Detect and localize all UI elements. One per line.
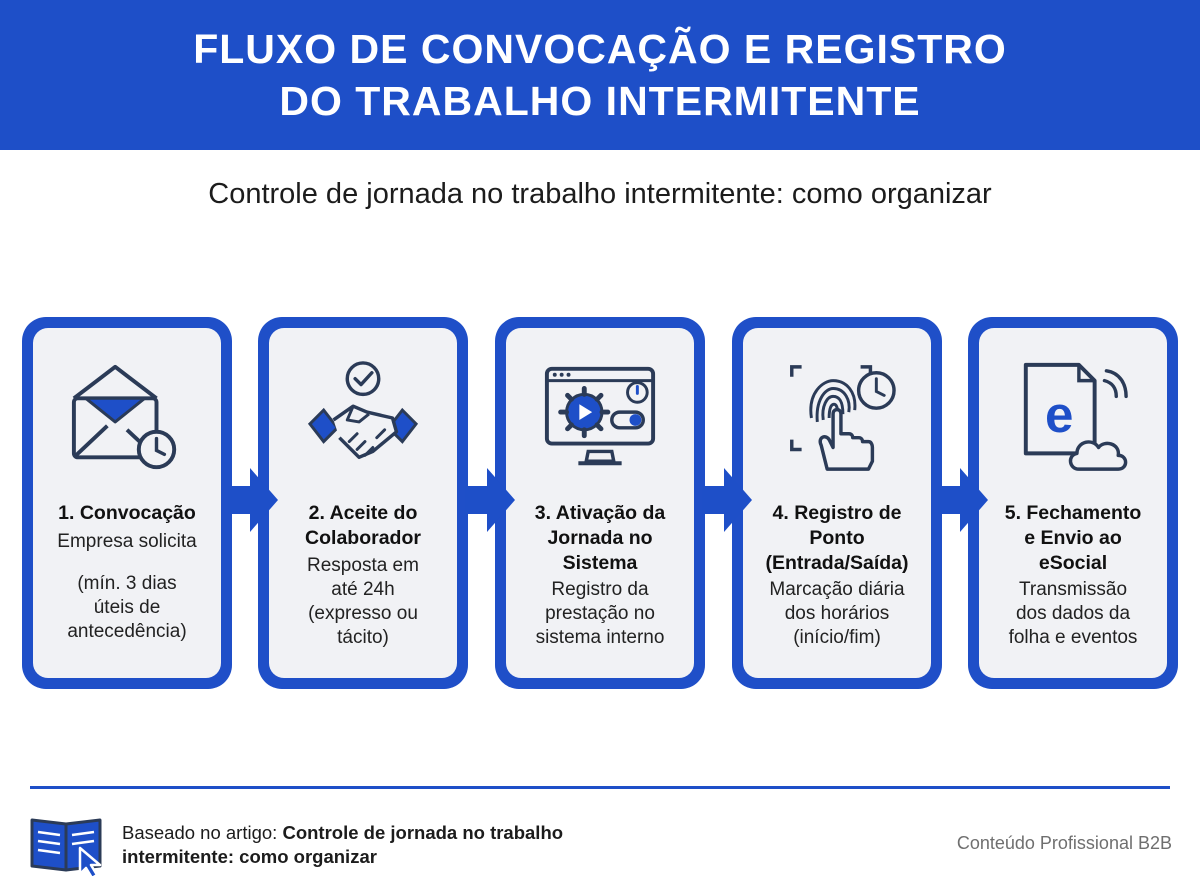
step-4-title-line: (Entrada/Saída) (765, 552, 909, 574)
step-2-desc-line: tácito) (337, 627, 389, 648)
step-2-title: 2. Aceite do Colaborador (273, 501, 453, 551)
step-2-description: Resposta em até 24h (expresso ou tácito) (275, 554, 451, 650)
flow-arrow-1 (228, 468, 278, 532)
step-5-title-line: 5. Fechamento (1004, 502, 1142, 524)
monitor-gear-play-icon (506, 358, 694, 478)
footer-source: Baseado no artigo: Controle de jornada n… (122, 821, 682, 869)
step-1-desc-spacer (39, 554, 215, 572)
step-5-title-line: eSocial (1038, 552, 1108, 574)
step-4-desc-line: Marcação diária (769, 579, 905, 600)
step-3-description: Registro da prestação no sistema interno (512, 578, 688, 650)
step-4-title-line: 4. Registro de (772, 502, 902, 524)
envelope-clock-icon (33, 358, 221, 478)
step-5-desc-line: dos dados da (1015, 603, 1131, 624)
step-1-title-line: 1. Convocação (58, 502, 196, 524)
page-title-line-2: DO TRABALHO INTERMITENTE (279, 78, 921, 124)
footer-article-title: Controle de jornada no trabalho (282, 822, 564, 843)
step-card-3: 3. Ativação da Jornada no Sistema Regist… (495, 317, 705, 689)
step-5-description: Transmissão dos dados da folha e eventos (985, 578, 1161, 650)
step-3-title-line: Sistema (562, 552, 638, 574)
step-4-title-line: Ponto (809, 527, 865, 549)
step-3-desc-line: prestação no (545, 603, 655, 624)
svg-text:e: e (1045, 386, 1073, 443)
step-3-title: 3. Ativação da Jornada no Sistema (510, 501, 690, 576)
step-2-desc-line: até 24h (331, 579, 395, 600)
footer-content-label: Conteúdo Profissional B2B (956, 833, 1172, 853)
handshake-check-icon (269, 358, 457, 478)
step-1-description: Empresa solicita (mín. 3 dias úteis de a… (39, 530, 215, 644)
fingerprint-clock-icon (743, 358, 931, 478)
step-1-desc-line: (mín. 3 dias (77, 573, 177, 594)
step-3-desc-line: sistema interno (535, 627, 665, 648)
step-4-desc-line: dos horários (784, 603, 890, 624)
esocial-cloud-icon: e (979, 358, 1167, 478)
step-1-desc-line: antecedência) (67, 621, 187, 642)
step-card-1: 1. Convocação Empresa solicita (mín. 3 d… (22, 317, 232, 689)
step-1-desc-line: Empresa solicita (57, 531, 197, 552)
step-1-title: 1. Convocação (37, 501, 217, 526)
footer-divider (30, 786, 1170, 789)
step-3-desc-line: Registro da (551, 579, 649, 600)
header-banner: FLUXO DE CONVOCAÇÃO E REGISTRO DO TRABAL… (0, 0, 1200, 150)
page-title-line-1: FLUXO DE CONVOCAÇÃO E REGISTRO (193, 26, 1007, 72)
step-4-desc-line: (início/fim) (793, 627, 881, 648)
flow-arrow-4 (938, 468, 988, 532)
step-4-description: Marcação diária dos horários (início/fim… (749, 578, 925, 650)
flow-arrow-3 (702, 468, 752, 532)
step-3-title-line: 3. Ativação da (534, 502, 666, 524)
footer-article-title-cont: intermitente: como organizar (122, 846, 377, 867)
page-subtitle: Controle de jornada no trabalho intermit… (208, 178, 992, 210)
step-1-desc-line: úteis de (93, 597, 161, 618)
step-4-title: 4. Registro de Ponto (Entrada/Saída) (747, 501, 927, 576)
step-5-title: 5. Fechamento e Envio ao eSocial (983, 501, 1163, 576)
open-book-cursor-icon (30, 818, 102, 876)
footer-prefix: Baseado no artigo: (122, 822, 283, 843)
step-5-desc-line: Transmissão (1018, 579, 1128, 600)
flow-arrow-2 (465, 468, 515, 532)
step-5-title-line: e Envio ao (1024, 527, 1122, 549)
step-card-4: 4. Registro de Ponto (Entrada/Saída) Mar… (732, 317, 942, 689)
step-2-desc-line: Resposta em (307, 555, 419, 576)
step-2-title-line: Colaborador (305, 527, 421, 549)
step-2-title-line: 2. Aceite do (308, 502, 418, 524)
step-3-title-line: Jornada no (547, 527, 653, 549)
step-card-2: 2. Aceite do Colaborador Resposta em até… (258, 317, 468, 689)
step-2-desc-line: (expresso ou (308, 603, 418, 624)
step-card-5: e 5. Fechamento e Envio ao eSocial Trans… (968, 317, 1178, 689)
step-5-desc-line: folha e eventos (1008, 627, 1138, 648)
